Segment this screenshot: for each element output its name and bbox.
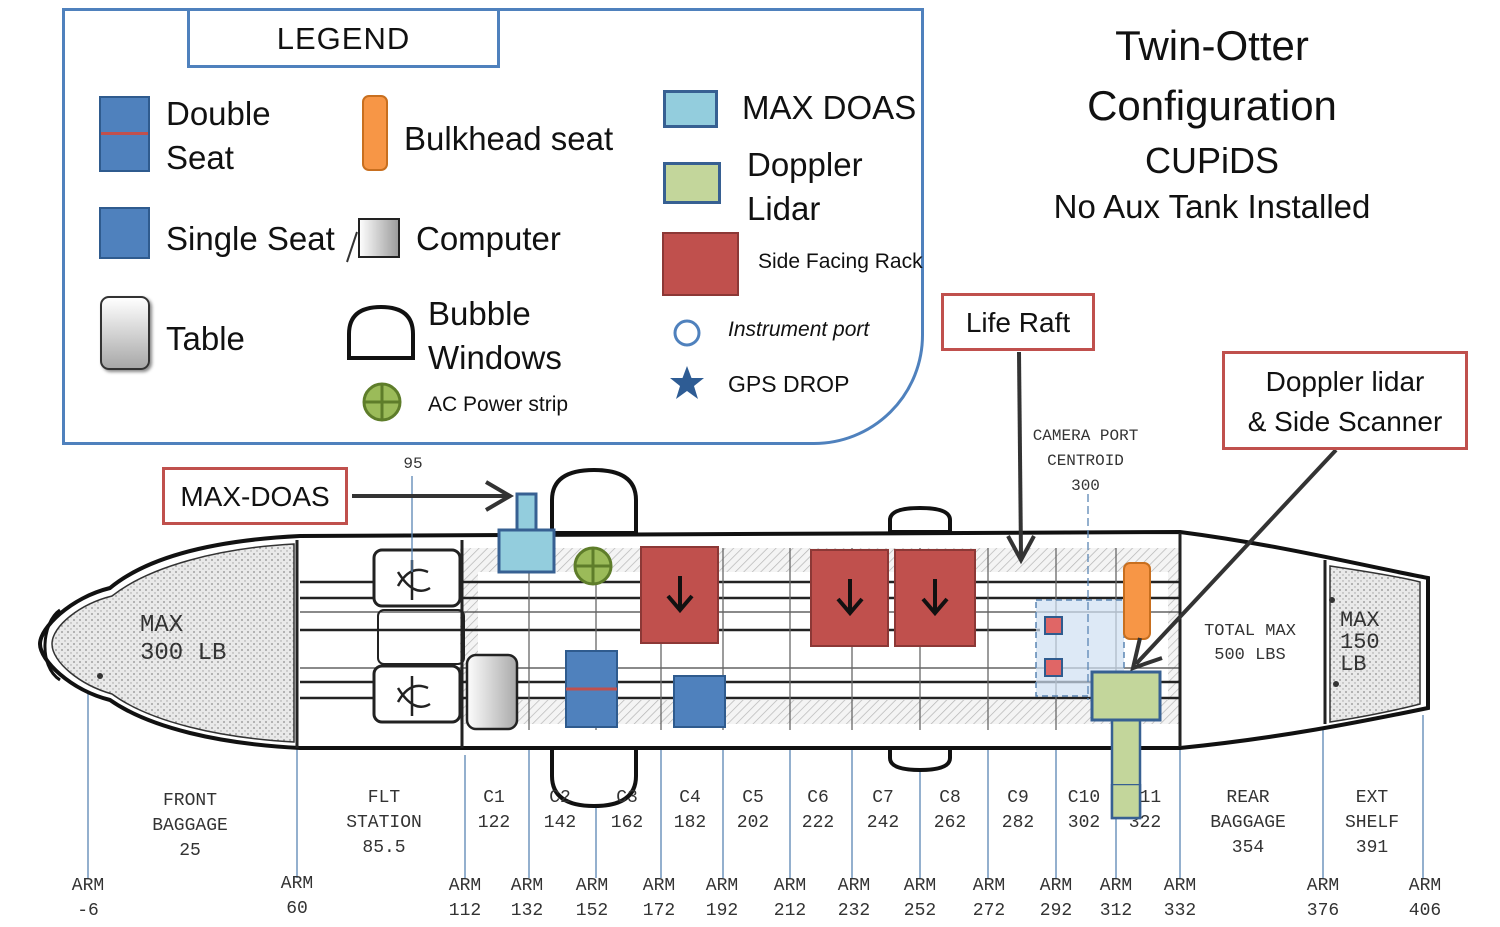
- doppler-lidar-icon: [663, 162, 721, 204]
- pilot-seats: [372, 476, 462, 724]
- legend-ac-power-label: AC Power strip: [428, 393, 569, 416]
- bubble-window-bottom-2: [888, 746, 952, 773]
- table: [465, 653, 519, 731]
- legend-title: LEGEND: [187, 8, 500, 68]
- legend-bulkhead-seat-label: Bulkhead seat: [404, 120, 614, 157]
- max-doas-icon: [663, 90, 718, 128]
- title-line-4: No Aux Tank Installed: [1053, 188, 1371, 225]
- life-raft-callout: Life Raft: [941, 293, 1095, 351]
- gps-star-icon: [670, 366, 704, 399]
- legend-computer-label: Computer: [416, 220, 561, 257]
- title-line-1: Twin-Otter: [1115, 22, 1309, 69]
- legend-max-doas-label: MAX DOAS: [742, 89, 917, 126]
- bubble-window-top-2: [888, 505, 952, 534]
- bulkhead-seat: [1123, 562, 1151, 640]
- bubble-window-top-1: [550, 467, 638, 535]
- legend-single-seat-label: Single Seat: [166, 220, 335, 257]
- bubble-window-bottom-1: [550, 746, 638, 809]
- ac-power-icon: [362, 382, 402, 422]
- single-seat-icon: [99, 207, 150, 259]
- computer-icon: [346, 218, 400, 263]
- double-seat-icon: [99, 96, 150, 172]
- max-doas-mast: [515, 492, 538, 534]
- single-seat: [673, 675, 726, 728]
- table-icon: [100, 296, 150, 370]
- max-doas-unit: [497, 528, 556, 574]
- legend-side-rack-label: Side Facing Rack: [758, 250, 923, 273]
- side-facing-racks: [640, 546, 976, 647]
- legend-panel: [62, 8, 924, 445]
- bulkhead-seat-icon: [362, 95, 388, 171]
- arm-label: ARM-6: [71, 876, 105, 921]
- legend-table-label: Table: [166, 320, 245, 357]
- doppler-scanner-callout: Doppler lidar& Side Scanner: [1222, 351, 1468, 450]
- side-facing-rack-icon: [662, 232, 739, 296]
- legend-gps-drop-label: GPS DROP: [728, 371, 850, 397]
- title-line-3: CUPiDS: [1144, 140, 1279, 181]
- station-95-label: 95: [403, 455, 423, 473]
- doppler-lidar-unit: [1090, 670, 1162, 722]
- legend-instrument-port-label: Instrument port: [728, 318, 870, 341]
- instrument-port-icon: [673, 319, 701, 347]
- title-line-2: Configuration: [1087, 82, 1337, 129]
- arm-lines: [87, 670, 1424, 878]
- doppler-lidar-tube-overlay: [1110, 784, 1142, 820]
- max-doas-callout: MAX-DOAS: [162, 467, 348, 525]
- bubble-window-icon: [347, 304, 415, 360]
